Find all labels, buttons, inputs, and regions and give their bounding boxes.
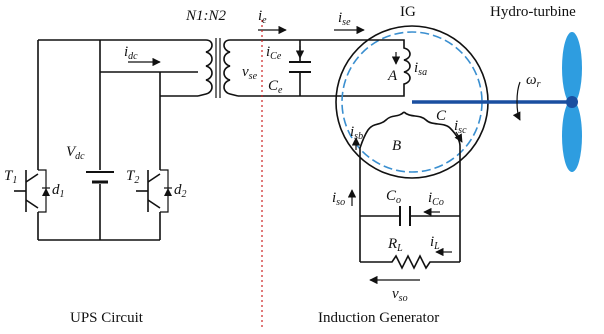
induction-generator (335, 25, 572, 262)
hydro-turbine (512, 32, 582, 172)
ice-label: iCe (266, 44, 282, 62)
phase-c-label: C (436, 108, 447, 124)
turbine-label: Hydro-turbine (490, 4, 576, 20)
load-circuit (347, 189, 460, 285)
link-wires (238, 25, 365, 97)
isa-label: isa (414, 60, 427, 78)
vdc-label: Vdc (66, 144, 85, 162)
ce-label: Ce (268, 78, 283, 96)
isc-arrow (454, 131, 463, 143)
vse-label: vse (242, 64, 258, 82)
ico-label: iCo (428, 190, 444, 208)
isb-label: isb (350, 124, 363, 142)
transformer (197, 38, 239, 98)
co-label: Co (386, 188, 401, 206)
ig-label: IG (400, 4, 416, 20)
turbine-blade-top (562, 32, 582, 104)
turbine-blade-bottom (562, 100, 582, 172)
t2-switch (136, 169, 172, 213)
iso-label: iso (332, 190, 345, 208)
ise-label: ise (338, 10, 351, 28)
phase-b-label: B (392, 138, 401, 154)
rl-label: RL (387, 236, 403, 254)
turbine-hub (566, 96, 578, 108)
omega-label: ωr (526, 72, 541, 90)
secondary-winding (223, 39, 239, 97)
primary-winding (197, 39, 213, 97)
d2-label: d2 (174, 182, 187, 200)
idc-label: idc (124, 44, 138, 62)
ie-label: ie (258, 8, 267, 26)
vso-label: vso (392, 286, 408, 304)
ups-circuit (14, 39, 198, 241)
d1-label: d1 (52, 182, 65, 200)
phase-a-label: A (387, 68, 398, 84)
generator-caption: Induction Generator (318, 310, 439, 326)
il-label: iL (430, 234, 440, 252)
ups-caption: UPS Circuit (70, 310, 144, 326)
isc-label: isc (454, 118, 467, 136)
t2-label: T2 (126, 168, 139, 186)
omega-arrow (512, 81, 521, 121)
phase-b-winding (359, 111, 405, 262)
vdc-battery (86, 171, 114, 184)
phase-a-winding (360, 39, 411, 97)
transformer-ratio-label: N1:N2 (185, 8, 227, 24)
t1-switch (14, 169, 50, 213)
t1-label: T1 (4, 168, 17, 186)
